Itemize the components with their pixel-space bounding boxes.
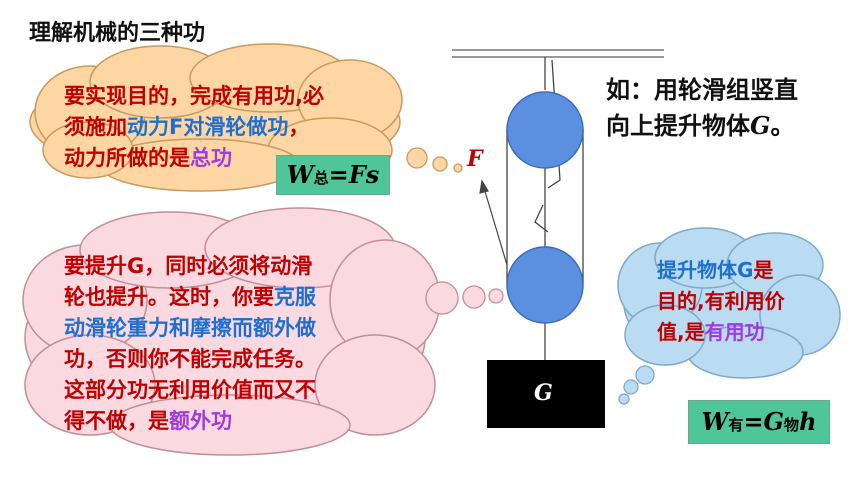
useful-work-line-1: 提升物体G是 <box>657 258 774 282</box>
extra-work-text: 要提升G，同时必须将动滑 轮也提升。这时，你要克服 动滑轮重力和摩擦而额外做 功… <box>64 251 316 437</box>
total-work-line-2: 须施加动力F对滑轮做功， <box>64 115 310 139</box>
total-work-line-3: 动力所做的是总功 <box>64 146 232 170</box>
cloud-useful-tail <box>618 365 655 405</box>
force-label: F <box>467 146 483 172</box>
extra-work-line-3: 动滑轮重力和摩擦而额外做 <box>64 316 316 340</box>
extra-work-line-6: 得不做，是额外功 <box>64 409 232 433</box>
example-note-line-2: 向上提升物体G。 <box>606 111 795 140</box>
cloud-total-tail <box>406 147 463 173</box>
weight-label: G <box>534 380 553 406</box>
useful-work-text: 提升物体G是 目的,有利用价 值,是有用功 <box>657 255 785 348</box>
useful-work-line-3: 值,是有用功 <box>657 320 765 344</box>
useful-work-line-2: 目的,有利用价 <box>657 289 785 313</box>
cloud-total-work <box>29 43 403 192</box>
weight-block <box>487 360 605 428</box>
example-note-line-1: 如：用轮滑组竖直 <box>606 76 798 104</box>
extra-work-line-1: 要提升G，同时必须将动滑 <box>64 254 313 278</box>
total-work-formula: W总=Fs <box>276 155 390 195</box>
fixed-pulley <box>506 91 584 169</box>
total-work-text: 要实现目的，完成有用功,必 须施加动力F对滑轮做功， 动力所做的是总功 <box>64 81 324 174</box>
cloud-extra-tail <box>425 281 504 315</box>
extra-work-line-2: 轮也提升。这时，你要克服 <box>64 285 316 309</box>
movable-pulley <box>506 246 584 324</box>
extra-work-line-4: 功，否则你不能完成任务。 <box>64 347 316 371</box>
cloud-useful-work <box>617 227 841 379</box>
page-title: 理解机械的三种功 <box>29 21 206 46</box>
extra-work-line-5: 这部分功无利用价值而又不 <box>64 378 316 402</box>
cloud-extra-work <box>22 207 441 456</box>
example-note: 如：用轮滑组竖直 向上提升物体G。 <box>606 72 798 144</box>
force-arrow <box>479 179 508 266</box>
useful-work-formula: W有=G物h <box>688 400 830 444</box>
total-work-line-1: 要实现目的，完成有用功,必 <box>64 84 324 108</box>
